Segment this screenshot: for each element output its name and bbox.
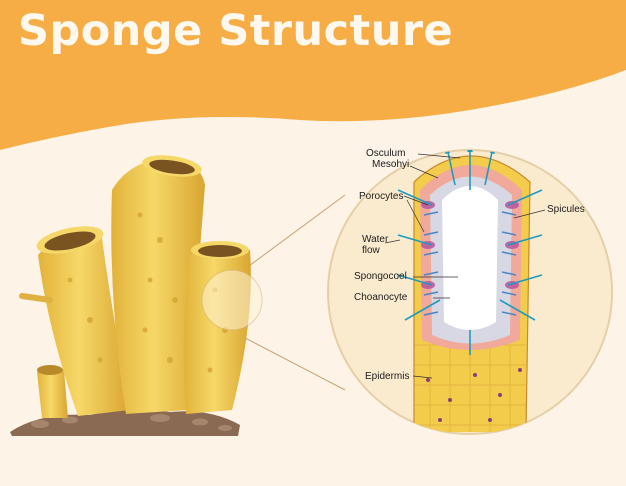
sponge-tube-middle xyxy=(111,155,205,414)
label-spongocoel: Spongocoel xyxy=(354,271,407,282)
label-leaders xyxy=(384,153,546,379)
magnifier-spot xyxy=(201,269,263,331)
label-water-flow-line2: flow xyxy=(362,245,380,256)
label-porocytes: Porocytes xyxy=(359,191,404,202)
zoom-line-bottom xyxy=(229,329,346,391)
water-flow-arrows xyxy=(397,150,543,355)
label-osculum: Osculum xyxy=(366,148,406,159)
label-mesohyl: Mesohyi xyxy=(372,159,410,170)
sponge-bud xyxy=(37,365,68,418)
label-water-flow-line1: Water xyxy=(362,234,389,245)
label-choanocyte: Choanocyte xyxy=(354,292,408,303)
label-spicules: Spicules xyxy=(547,204,585,215)
header-band xyxy=(0,0,626,150)
page-title: Sponge Structure xyxy=(18,6,454,56)
sponge-tube-left xyxy=(19,226,130,416)
sponge-cross-section xyxy=(397,150,543,433)
label-epidermis: Epidermis xyxy=(365,371,410,382)
